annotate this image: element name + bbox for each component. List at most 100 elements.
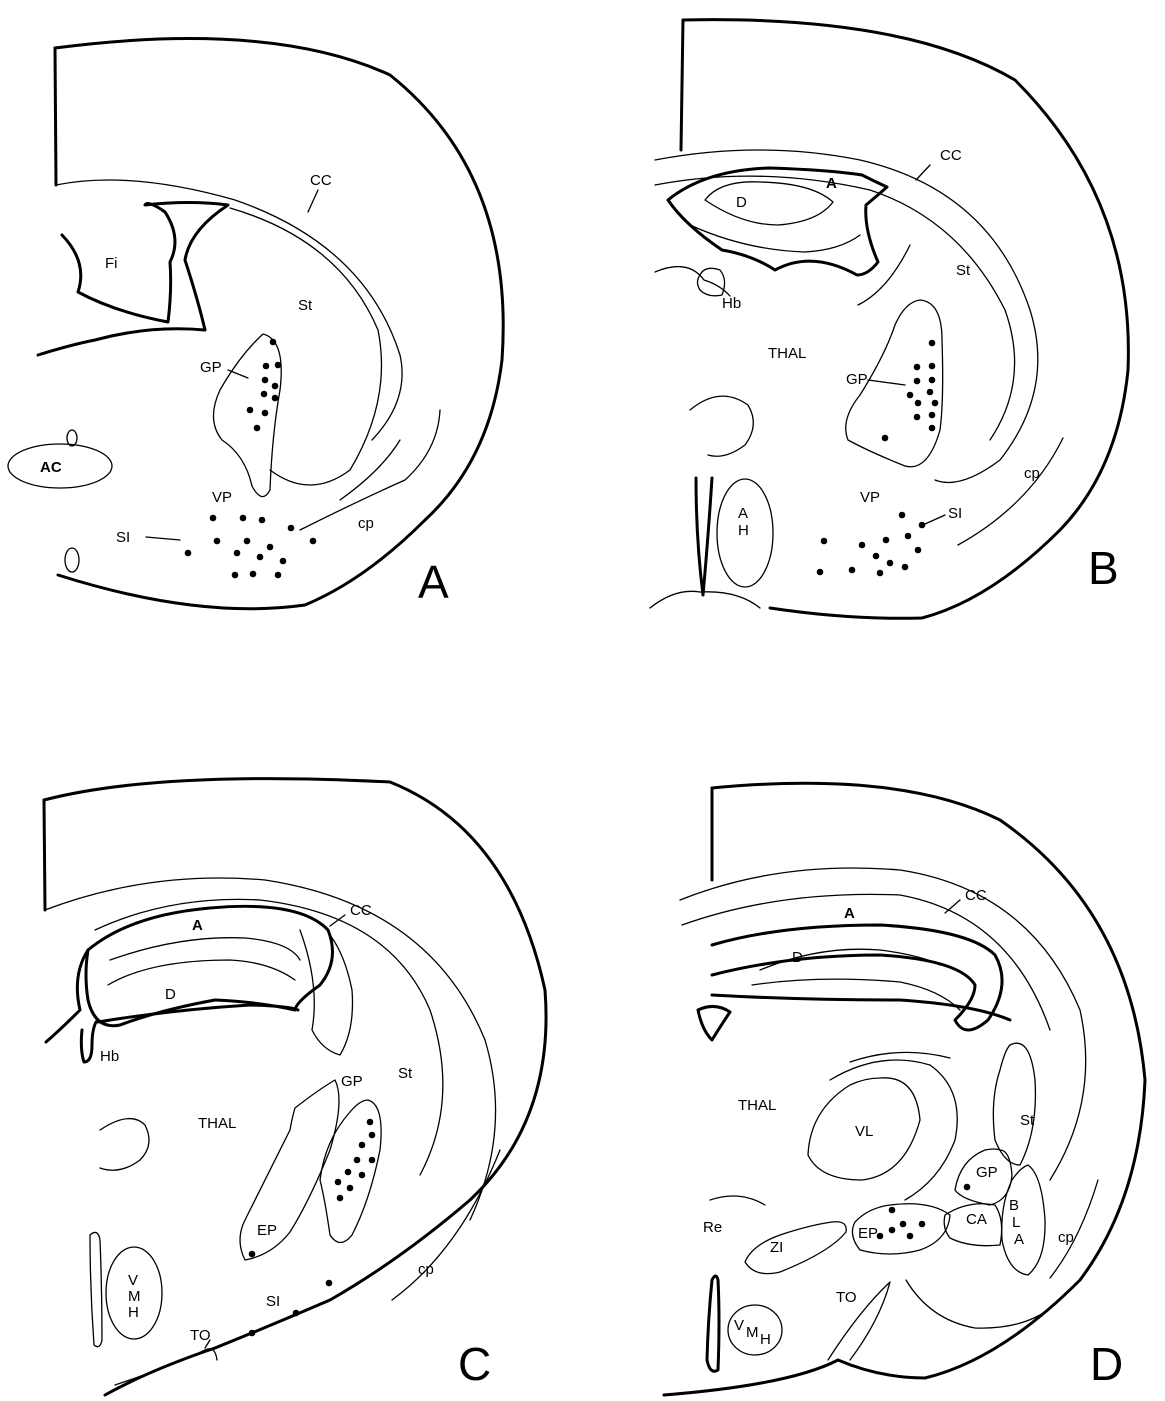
panel-c-dentate: [110, 938, 300, 960]
panel-d-label-to: TO: [836, 1289, 857, 1306]
panel-c-dot: [345, 1169, 352, 1176]
panel-d-label-thal: THAL: [738, 1097, 776, 1114]
panel-c-dot: [335, 1179, 342, 1186]
panel-b-outline: [683, 20, 1128, 619]
panel-c-label-vmh-h: H: [128, 1304, 139, 1321]
panel-d-dorsal-outer: [680, 868, 1086, 1180]
panel-b-dot: [899, 512, 906, 519]
panel-c-thal-arc: [100, 1119, 149, 1171]
panel-c-label-hb: Hb: [100, 1048, 119, 1065]
panel-c-cortex-left-edge: [44, 800, 45, 910]
panel-d-striatum: [993, 1043, 1035, 1165]
panel-b-hb-region: [655, 267, 730, 296]
panel-a-label-gp: GP: [200, 359, 222, 376]
panel-a-dot: [240, 515, 247, 522]
panel-b-dot: [929, 363, 936, 370]
panel-d-label-ep: EP: [858, 1225, 878, 1242]
panel-a-dot: [272, 395, 279, 402]
panel-d-re-arc: [710, 1196, 765, 1205]
panel-b-dot: [929, 412, 936, 419]
panel-d-label-a: A: [844, 905, 855, 922]
panel-d-dot: [889, 1227, 896, 1234]
panel-a-corpus-callosum-outer: [56, 180, 402, 440]
panel-d-small-triangle: [698, 1006, 730, 1040]
panel-b-dot: [915, 400, 922, 407]
panel-d-dot: [900, 1221, 907, 1228]
panel-a-dot: [247, 407, 254, 414]
panel-b-label-hb: Hb: [722, 295, 741, 312]
panel-a-small-ellipse: [65, 548, 79, 572]
panel-d: CC A D THAL VL St GP CA B L A cp Re ZI E…: [664, 783, 1145, 1395]
panel-d-label-vl: VL: [855, 1123, 873, 1140]
panel-a-ac-small: [67, 430, 77, 446]
panel-b-third-ventricle: [696, 478, 712, 595]
panel-b-dot: [919, 522, 926, 529]
panel-c-label-cp: cp: [418, 1261, 434, 1278]
panel-c-label-st: St: [398, 1065, 413, 1082]
panel-d-dot: [907, 1233, 914, 1240]
panel-b-dot: [902, 564, 909, 571]
panel-b-label-gp: GP: [846, 371, 868, 388]
panel-b-dot: [914, 414, 921, 421]
panel-c-dot: [326, 1280, 333, 1287]
panel-c-dot: [369, 1132, 376, 1139]
panel-a-dot: [263, 363, 270, 370]
panel-a-dot: [250, 571, 257, 578]
panel-c-bottom-edge: [105, 1348, 215, 1395]
panel-d-label-bla-a: A: [1014, 1231, 1024, 1248]
panel-b-dot: [905, 533, 912, 540]
panel-b-hippocampus: [668, 168, 887, 275]
panel-b-dot: [927, 389, 934, 396]
panel-c-label-to: TO: [190, 1327, 211, 1344]
panel-c-dot: [359, 1142, 366, 1149]
panel-d-label-bla-b: B: [1009, 1197, 1019, 1214]
panel-b-dot: [873, 553, 880, 560]
panel-c-fimbria-band: [98, 1005, 298, 1022]
panel-a-dot: [270, 339, 277, 346]
panel-d-label-gp: GP: [976, 1164, 998, 1181]
panel-b-dot: [929, 340, 936, 347]
panel-b-label-ah-h: H: [738, 522, 749, 539]
panel-b-dot: [821, 538, 828, 545]
panel-b-dot: [914, 364, 921, 371]
panel-a: CC Fi St GP AC VP SI cp A: [8, 39, 503, 609]
panel-a-dot: [214, 538, 221, 545]
panel-a-dot: [261, 391, 268, 398]
panel-c: CC A D Hb GP St THAL EP cp SI V M H TO C: [44, 779, 546, 1395]
panel-b-label-a: A: [826, 175, 837, 192]
panel-b-dot: [929, 377, 936, 384]
panel-b-dot: [859, 542, 866, 549]
panel-b-dentate: [705, 182, 833, 225]
panel-a-dot: [272, 383, 279, 390]
panel-b-label-ah-a: A: [738, 505, 748, 522]
panel-c-habenula: [81, 1022, 96, 1062]
panel-d-label-zi: ZI: [770, 1239, 783, 1256]
panel-c-label-thal: THAL: [198, 1115, 236, 1132]
panel-c-dot: [293, 1310, 300, 1317]
panel-b-chiasm: [650, 591, 760, 608]
panel-d-ventral-arc: [906, 1280, 1060, 1328]
panel-c-label-cc: CC: [350, 902, 372, 919]
panel-c-label-gp: GP: [341, 1073, 363, 1090]
panel-c-dot: [337, 1195, 344, 1202]
panel-a-dot: [185, 550, 192, 557]
panel-b-ventricle-edge: [690, 225, 860, 252]
panel-a-label-si: SI: [116, 529, 130, 546]
panel-d-label-vmh-m: M: [746, 1324, 759, 1341]
panel-d-third-ventricle: [707, 1276, 719, 1371]
panel-c-label-vmh-m: M: [128, 1288, 141, 1305]
panel-b-dot: [914, 378, 921, 385]
panel-b: CC A D St Hb THAL GP A H VP SI cp B: [650, 20, 1128, 619]
panel-d-ventral-hipp: [712, 995, 1010, 1020]
panel-b-dot: [907, 392, 914, 399]
panel-b-dorsal-inner: [655, 176, 1015, 440]
panel-b-label-thal: THAL: [768, 345, 806, 362]
panel-c-fimbria-tail: [46, 950, 88, 1042]
panel-b-label-vp: VP: [860, 489, 880, 506]
panel-b-dot: [849, 567, 856, 574]
panel-c-third-ventricle: [90, 1232, 102, 1346]
panel-d-label-vmh-h: H: [760, 1331, 771, 1348]
panel-c-label-a: A: [192, 917, 203, 934]
panel-c-dot: [354, 1157, 361, 1164]
panel-c-label-si: SI: [266, 1293, 280, 1310]
